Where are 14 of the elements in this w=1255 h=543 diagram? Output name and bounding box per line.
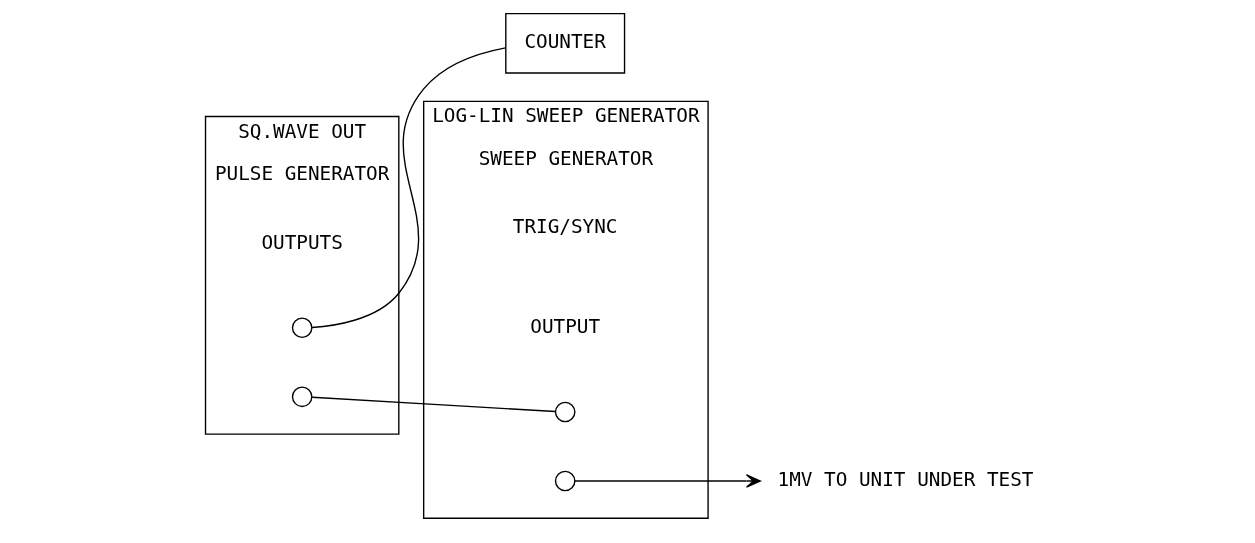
node-text: 1MV TO UNIT UNDER TEST — [777, 468, 1033, 492]
label: TRIG/SYNC — [512, 215, 618, 239]
node-circle — [554, 470, 576, 492]
label: OUTPUTS — [260, 230, 343, 254]
node-box: COUNTER — [504, 12, 625, 74]
node-circle — [291, 317, 312, 339]
label: OUTPUT — [529, 314, 600, 338]
node-label: LOG-LIN SWEEP GENERATOR — [431, 104, 700, 128]
node-label: SQ.WAVE OUT — [237, 119, 366, 143]
arrow — [573, 474, 761, 488]
node-circle — [291, 386, 312, 408]
connector — [311, 396, 556, 413]
connector — [310, 47, 506, 329]
node-circle — [554, 401, 576, 423]
